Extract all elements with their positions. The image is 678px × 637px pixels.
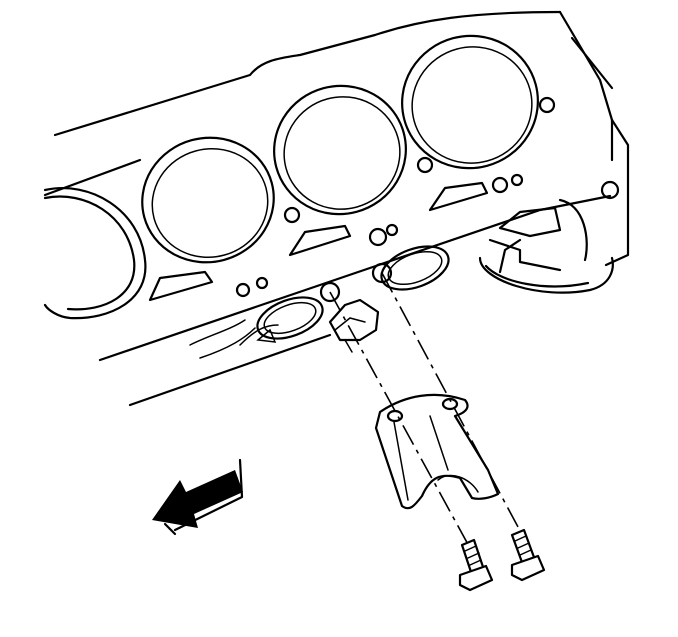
cylinder-bore-2 xyxy=(141,136,275,264)
cylinder-bore-3 xyxy=(273,84,407,216)
oil-pump-housing xyxy=(478,238,614,294)
bolt-right xyxy=(510,528,546,582)
coolant-passages xyxy=(148,181,489,302)
block-side-face xyxy=(98,194,612,407)
head-bolt-holes xyxy=(235,96,620,298)
casting-detail xyxy=(189,298,380,359)
bracket xyxy=(374,393,500,510)
bolt-left xyxy=(458,538,494,592)
cylinder-bore-1 xyxy=(43,187,147,320)
cylinder-bore-4 xyxy=(401,34,539,170)
oil-gallery-ports xyxy=(256,245,450,340)
direction-arrow-icon xyxy=(152,458,244,536)
installation-lines xyxy=(329,272,526,549)
